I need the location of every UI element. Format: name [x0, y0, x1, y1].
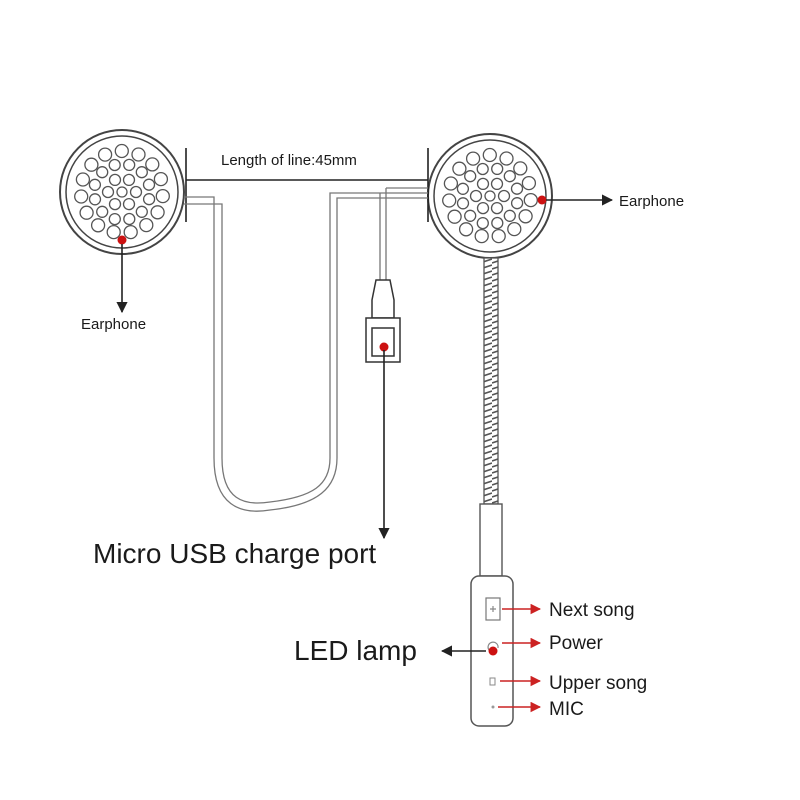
- speaker-hole: [491, 162, 504, 176]
- speaker-hole: [106, 224, 121, 240]
- speaker-hole: [153, 171, 169, 187]
- speaker-hole: [142, 193, 156, 206]
- cable: [184, 187, 428, 512]
- speaker-hole: [108, 212, 121, 226]
- speaker-hole: [484, 190, 496, 202]
- speaker-hole: [97, 147, 113, 162]
- speaker-hole: [123, 224, 138, 240]
- length-dimension: [185, 148, 429, 222]
- speaker-hole: [150, 205, 165, 220]
- speaker-hole: [442, 193, 457, 208]
- speaker-hole: [456, 182, 470, 195]
- speaker-hole: [155, 188, 170, 204]
- speaker-hole: [476, 216, 489, 230]
- mic-hole: [491, 705, 495, 709]
- speaker-hole: [499, 151, 514, 166]
- speaker-hole: [88, 193, 102, 206]
- gooseneck-boom: [479, 257, 503, 577]
- speaker-hole: [75, 172, 91, 187]
- speaker-hole: [84, 157, 99, 172]
- speaker-hole: [456, 197, 470, 210]
- speaker-hole: [139, 217, 154, 233]
- speaker-hole: [491, 216, 504, 230]
- speaker-hole: [122, 173, 136, 187]
- power-label: Power: [549, 633, 603, 654]
- speaker-hole: [90, 218, 106, 233]
- speaker-hole: [507, 221, 522, 237]
- led-lamp-dot: [488, 646, 498, 656]
- speaker-hole: [88, 178, 102, 191]
- right-earphone: [427, 133, 553, 259]
- earphone-right-label: Earphone: [619, 193, 685, 210]
- speaker-hole: [510, 182, 524, 195]
- speaker-hole: [469, 189, 483, 203]
- speaker-hole: [490, 177, 504, 191]
- speaker-hole: [490, 201, 504, 215]
- speaker-hole: [523, 192, 538, 208]
- speaker-hole: [116, 186, 128, 198]
- speaker-hole: [447, 209, 462, 224]
- speaker-hole: [513, 161, 528, 176]
- speaker-hole: [108, 173, 122, 187]
- speaker-hole: [108, 158, 121, 172]
- speaker-hole: [521, 175, 537, 191]
- speaker-hole: [123, 158, 136, 172]
- speaker-hole: [464, 209, 477, 222]
- speaker-hole: [503, 170, 516, 183]
- speaker-hole: [443, 176, 459, 191]
- speaker-hole: [476, 162, 489, 176]
- speaker-hole: [474, 228, 489, 244]
- speaker-hole: [458, 222, 474, 237]
- power-button[interactable]: [487, 641, 499, 651]
- speaker-hole: [129, 185, 143, 199]
- led-lamp-label: LED lamp: [294, 635, 417, 666]
- speaker-hole: [452, 161, 467, 176]
- speaker-hole: [96, 166, 109, 179]
- speaker-hole: [74, 189, 89, 204]
- speaker-hole: [131, 147, 146, 162]
- speaker-hole: [122, 197, 136, 211]
- left-earphone-dot: [117, 235, 127, 245]
- control-remote-icon: [470, 575, 514, 727]
- speaker-hole: [510, 197, 524, 210]
- speaker-hole: [465, 151, 481, 166]
- speaker-hole: [518, 209, 533, 224]
- line-length-label: Length of line:45mm: [221, 152, 357, 169]
- speaker-hole: [96, 205, 109, 218]
- speaker-hole: [123, 212, 136, 226]
- speaker-hole: [135, 166, 148, 179]
- speaker-hole: [464, 170, 477, 183]
- speaker-hole: [503, 209, 516, 222]
- upper-song-label: Upper song: [549, 673, 648, 694]
- speaker-hole: [79, 205, 94, 220]
- speaker-hole: [491, 228, 506, 244]
- mic-label: MIC: [549, 699, 584, 720]
- speaker-hole: [482, 147, 497, 163]
- speaker-hole: [476, 177, 490, 191]
- next-song-label: Next song: [549, 600, 635, 621]
- upper-song-button[interactable]: [489, 677, 496, 686]
- speaker-hole: [108, 197, 122, 211]
- usb-port-label: Micro USB charge port: [93, 538, 377, 569]
- micro-usb-connector-icon: [365, 279, 401, 363]
- speaker-hole: [476, 201, 490, 215]
- speaker-hole: [135, 205, 148, 218]
- speaker-hole: [114, 143, 129, 159]
- speaker-hole: [497, 189, 511, 203]
- speaker-holes-right: [442, 147, 538, 244]
- speaker-hole: [142, 178, 156, 191]
- speaker-hole: [101, 185, 115, 199]
- speaker-holes-left: [74, 143, 170, 240]
- speaker-hole: [145, 157, 160, 172]
- left-earphone: [59, 129, 185, 255]
- earphone-left-label: Earphone: [81, 316, 147, 333]
- right-earphone-dot: [537, 195, 547, 205]
